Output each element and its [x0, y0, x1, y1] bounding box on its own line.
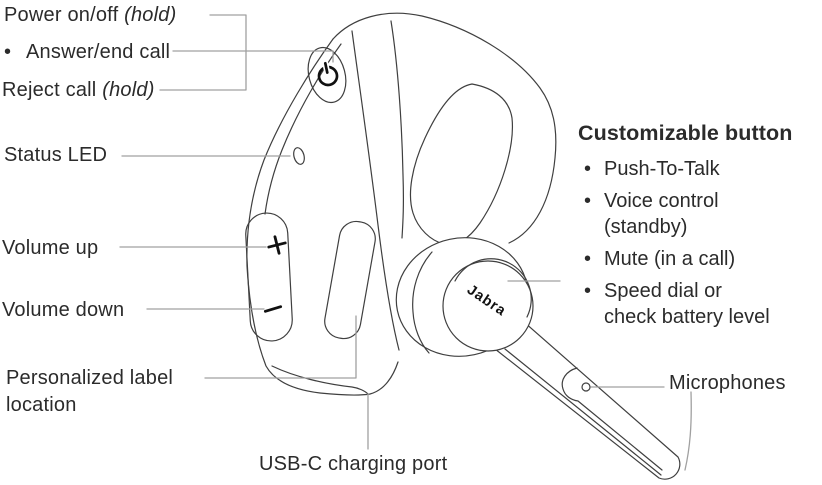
mic-boom-panel — [561, 367, 663, 471]
label-reject-hold: (hold) — [102, 79, 155, 101]
customizable-item: • Push-To-Talk — [584, 156, 770, 182]
personalized-label-area — [324, 220, 376, 340]
volume-down-icon — [263, 305, 283, 313]
list-bullet: • — [584, 190, 592, 212]
customizable-item-text: Mute (in a call) — [604, 248, 736, 270]
list-bullet: • — [584, 248, 592, 270]
label-answer-text: Answer/end call — [26, 41, 171, 63]
body-chin-line — [271, 365, 369, 395]
ear-hook-outer — [332, 12, 557, 244]
mic-boom-edge-line — [504, 348, 662, 476]
customizable-item-text: Voice control(standby) — [604, 190, 719, 238]
status-led-icon — [293, 147, 305, 165]
label-power-hold: (hold) — [124, 4, 177, 26]
customizable-item: • Mute (in a call) — [584, 246, 770, 272]
label-answer: • Answer/end call — [4, 39, 170, 65]
label-personalized-line2: location — [6, 394, 77, 416]
earbud-face-ring — [454, 258, 532, 318]
body-band-b — [390, 20, 405, 239]
label-power: Power on/off (hold) — [4, 2, 176, 28]
label-power-text: Power on/off — [4, 4, 119, 26]
power-button — [307, 46, 347, 104]
label-volume-down: Volume down — [2, 299, 125, 321]
label-reject: Reject call (hold) — [2, 77, 155, 103]
mic-boom — [489, 307, 681, 480]
label-microphones: Microphones — [669, 372, 786, 394]
mic-hole-icon — [581, 382, 591, 392]
label-volume-up: Volume up — [2, 237, 99, 259]
label-usb-c: USB-C charging port — [259, 453, 448, 475]
leader-lines — [119, 14, 692, 471]
customizable-button-list: • Push-To-Talk • Voice control(standby) • Mut… — [584, 156, 770, 336]
customizable-item: • Voice control(standby) — [584, 188, 770, 240]
body-left-edge — [246, 38, 399, 396]
customizable-button-title: Customizable button — [578, 121, 793, 145]
volume-rocker — [245, 212, 293, 342]
label-reject-text: Reject call — [2, 79, 97, 101]
volume-up-icon — [267, 235, 287, 255]
customizable-item-text: Push-To-Talk — [604, 158, 720, 180]
answer-bullet: • — [4, 41, 12, 63]
earbud-face — [442, 260, 534, 352]
power-icon — [317, 60, 339, 87]
list-bullet: • — [584, 280, 592, 302]
earbud-cone-line — [412, 251, 433, 354]
list-bullet: • — [584, 158, 592, 180]
label-personalized-line1: Personalized label — [6, 367, 174, 389]
ear-hook-opening — [409, 83, 514, 246]
label-personalized: Personalized label location — [6, 365, 226, 419]
body-band-a — [351, 30, 400, 351]
label-status-led: Status LED — [4, 144, 108, 166]
